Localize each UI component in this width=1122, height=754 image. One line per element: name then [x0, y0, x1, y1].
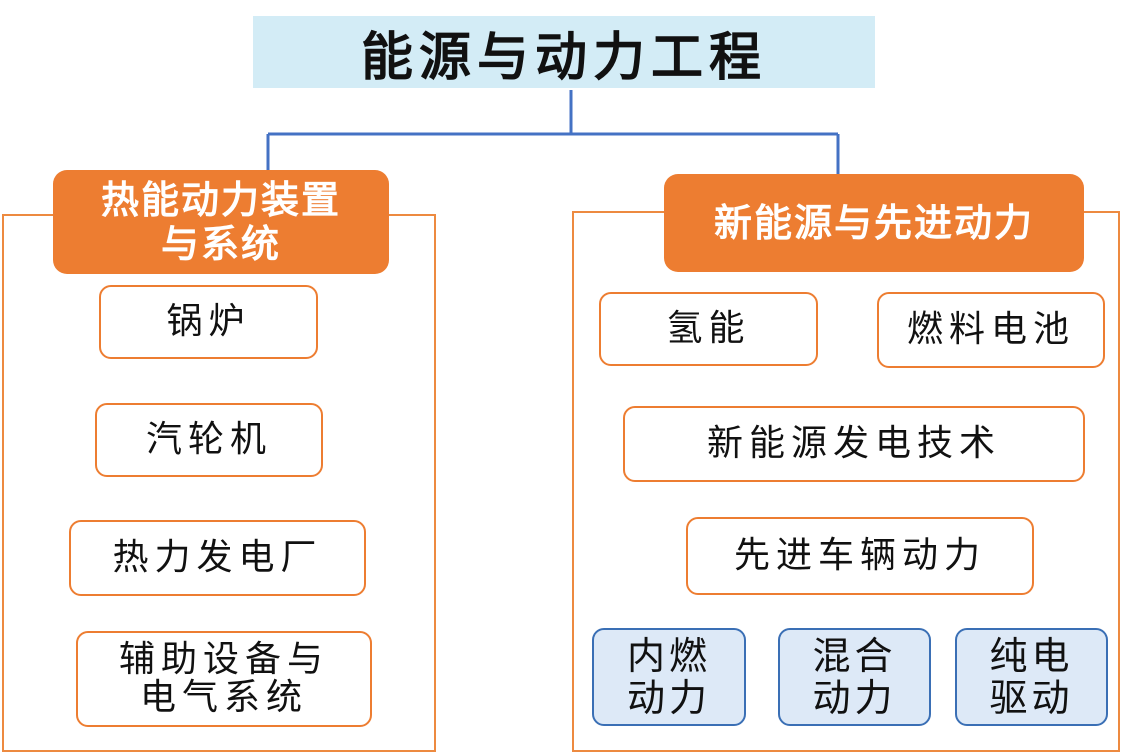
auxiliary-line2: 电气系统	[139, 677, 308, 718]
thermal-power-plant-box: 热力发电厂	[69, 520, 366, 596]
ice-power-box: 内燃 动力	[592, 628, 746, 726]
auxiliary-equipment-box: 辅助设备与 电气系统	[76, 631, 372, 727]
pure-electric-line2: 驱动	[989, 676, 1074, 720]
hydrogen-box: 氢能	[599, 292, 818, 366]
left-header: 热能动力装置 与系统	[53, 170, 389, 274]
pure-electric-drive-box: 纯电 驱动	[955, 628, 1108, 726]
title-connector	[266, 90, 840, 174]
hybrid-power-box: 混合 动力	[778, 628, 931, 726]
page-title: 能源与动力工程	[253, 16, 875, 88]
steam-turbine-box: 汽轮机	[95, 403, 323, 477]
hybrid-power-line1: 混合	[812, 634, 897, 678]
auxiliary-line1: 辅助设备与	[118, 639, 329, 680]
left-header-line1: 热能动力装置	[100, 178, 341, 222]
ice-power-line2: 动力	[626, 676, 711, 720]
right-header: 新能源与先进动力	[664, 174, 1084, 272]
boiler-box: 锅炉	[99, 285, 318, 359]
pure-electric-line1: 纯电	[989, 634, 1074, 678]
advanced-vehicle-power-box: 先进车辆动力	[686, 517, 1034, 595]
hybrid-power-line2: 动力	[812, 676, 897, 720]
left-header-line2: 与系统	[160, 222, 281, 266]
new-energy-generation-box: 新能源发电技术	[623, 406, 1085, 482]
fuel-cell-box: 燃料电池	[877, 292, 1105, 368]
ice-power-line1: 内燃	[626, 634, 711, 678]
